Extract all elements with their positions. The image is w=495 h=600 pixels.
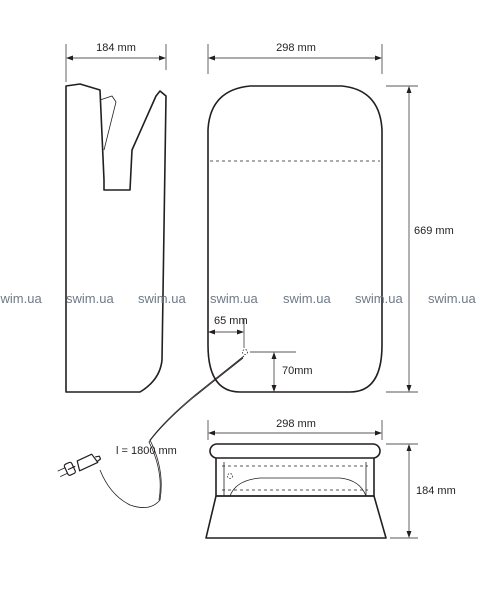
front-body-outline: [207, 85, 383, 393]
inlet-y-label: 70mm: [282, 365, 313, 377]
watermark-row: swim.ua swim.ua swim.ua swim.ua swim.ua …: [0, 291, 476, 306]
bottom-depth-label: 184 mm: [416, 485, 456, 497]
dimension-side-width: 184 mm: [65, 42, 167, 82]
front-height-label: 669 mm: [414, 225, 454, 237]
front-view: 298 mm 669 mm 65 mm 70mm: [207, 42, 454, 393]
watermark-text: swim.ua: [283, 291, 331, 306]
side-slot-line: [99, 95, 117, 151]
dimension-front-width: 298 mm: [207, 42, 383, 74]
watermark-text: swim.ua: [428, 291, 476, 306]
side-body-outline: [65, 83, 167, 393]
watermark-text: swim.ua: [138, 291, 186, 306]
side-view: 184 mm: [65, 42, 167, 393]
dimension-front-height: 669 mm: [386, 85, 454, 393]
watermark-text: swim.ua: [210, 291, 258, 306]
bottom-top-rail: [209, 443, 381, 459]
watermark-text: swim.ua: [355, 291, 403, 306]
bottom-base: [205, 495, 387, 539]
plug-icon: [57, 453, 102, 477]
dimension-bottom-width: 298 mm: [207, 418, 383, 440]
watermark-text: swim.ua: [0, 291, 42, 306]
dimension-bottom-depth: 184 mm: [386, 443, 456, 539]
bottom-view: 298 mm 184 mm: [205, 418, 456, 539]
cable-length-label: l = 1800 mm: [116, 445, 177, 457]
cable-inlet-icon: [242, 349, 248, 355]
inlet-x-label: 65 mm: [214, 315, 248, 327]
watermark-text: swim.ua: [66, 291, 114, 306]
dimension-inlet-y: 70mm: [250, 351, 313, 392]
front-width-label: 298 mm: [276, 42, 316, 54]
bottom-width-label: 298 mm: [276, 418, 316, 430]
power-cable: l = 1800 mm: [57, 355, 245, 508]
side-width-label: 184 mm: [96, 42, 136, 54]
cable-line: [99, 355, 245, 508]
dimension-inlet-x: 65 mm: [208, 315, 248, 348]
